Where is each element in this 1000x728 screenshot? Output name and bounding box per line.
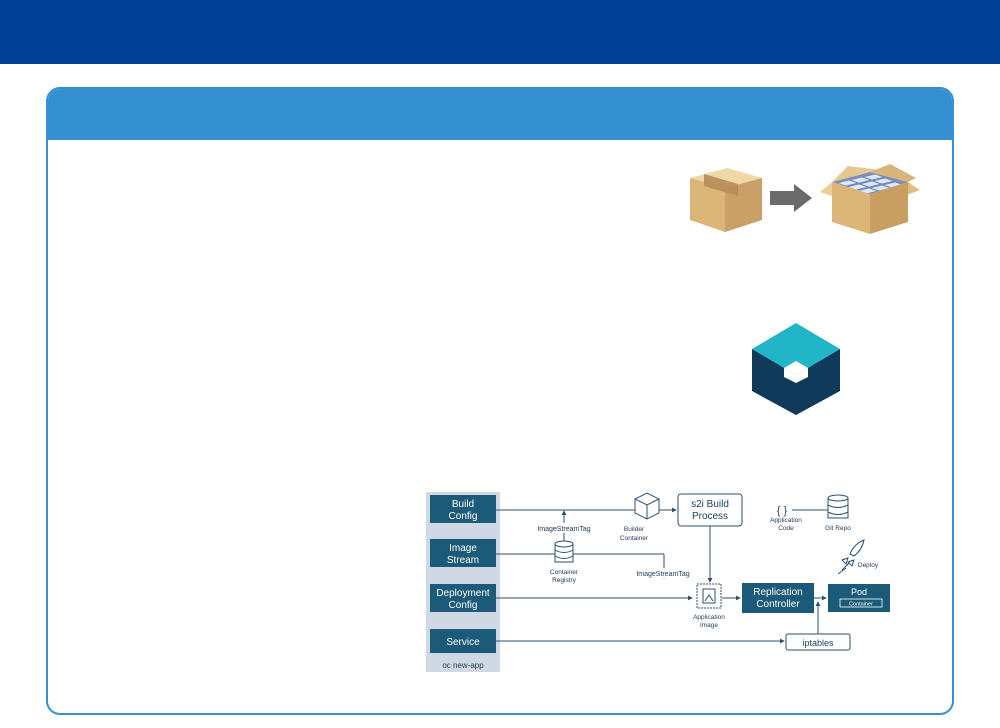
- svg-text:Config: Config: [449, 511, 478, 522]
- svg-text:Stream: Stream: [447, 555, 479, 566]
- service-node: Service: [430, 629, 496, 653]
- database-icon: [827, 494, 849, 519]
- image-stream-tag-label: ImageStreamTag: [636, 571, 689, 578]
- git-repo-label: Git Repo: [825, 525, 851, 532]
- openshift-build-deploy-diagram: oc new-app Build Config Image Stream Dep…: [426, 492, 890, 672]
- builder-container-label: Builder: [624, 526, 645, 533]
- rocket-icon: [837, 539, 865, 575]
- application-image-label: Application: [693, 614, 725, 621]
- replication-controller-node: Replication Controller: [742, 583, 814, 613]
- svg-text:Pod: Pod: [851, 587, 867, 597]
- image-stream-node: Image Stream: [430, 539, 496, 567]
- s2i-build-process-node: s2i Build Process: [677, 493, 743, 527]
- svg-text:Build: Build: [452, 499, 474, 510]
- closed-box-icon: [690, 168, 762, 232]
- deploy-label: Deploy: [858, 562, 879, 569]
- database-icon: [554, 540, 574, 563]
- svg-text:Image: Image: [449, 543, 477, 554]
- container-registry-label: Registry: [552, 577, 577, 584]
- open-box-icon: [820, 164, 920, 234]
- arrow-right-icon: [770, 184, 812, 212]
- iptables-node: iptables: [785, 633, 851, 651]
- top-bar: [0, 0, 1000, 64]
- svg-text:Replication: Replication: [753, 587, 802, 598]
- image-stream-tag-label: ImageStreamTag: [537, 526, 590, 533]
- svg-text:Service: Service: [446, 637, 480, 648]
- application-code-label: Code: [778, 525, 794, 532]
- svg-text:Process: Process: [692, 511, 728, 522]
- cube-outline-icon: [634, 492, 660, 520]
- svg-text:Controller: Controller: [756, 599, 800, 610]
- box-transformation-illustration: [690, 164, 920, 234]
- image-file-icon: [696, 583, 722, 609]
- svg-text:s2i Build: s2i Build: [691, 499, 729, 510]
- cube-logo-icon: [752, 323, 840, 415]
- code-braces-icon: { }: [777, 505, 788, 517]
- container-registry-label: Container: [550, 569, 579, 576]
- svg-text:Deployment: Deployment: [436, 588, 490, 599]
- svg-text:iptables: iptables: [802, 638, 834, 648]
- build-config-node: Build Config: [430, 495, 496, 523]
- container-label: Container: [849, 602, 873, 608]
- svg-text:Config: Config: [449, 600, 478, 611]
- deployment-config-node: Deployment Config: [430, 584, 496, 612]
- card-header: [48, 89, 952, 140]
- group-label: oc new-app: [442, 661, 484, 670]
- pod-node: Pod Container: [828, 584, 890, 612]
- application-code-label: Application: [770, 517, 802, 524]
- application-image-label: Image: [700, 622, 718, 629]
- builder-container-label: Container: [620, 535, 649, 542]
